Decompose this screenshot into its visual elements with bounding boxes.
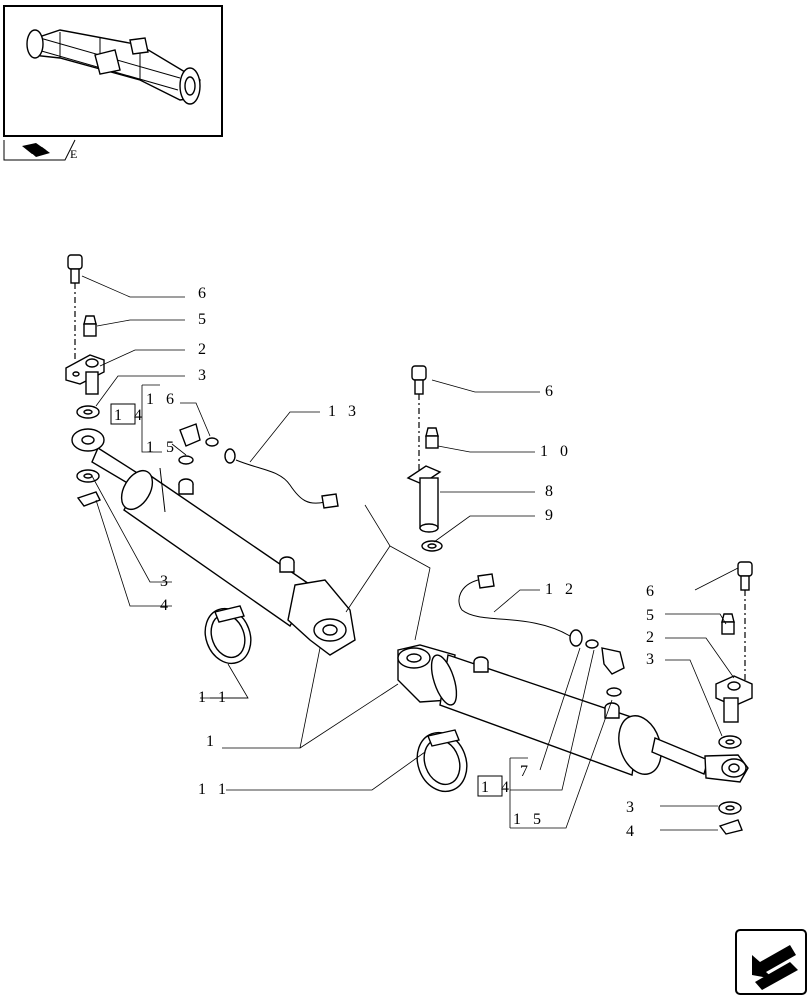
callout-5-right: 5 <box>646 607 658 624</box>
callout-5-left: 5 <box>198 311 210 328</box>
callout-16: 1 6 <box>146 391 178 408</box>
left-bolt-stack <box>65 254 105 507</box>
box-14-left <box>110 403 136 425</box>
left-hose-clamp <box>204 605 252 665</box>
left-cylinder <box>71 428 356 656</box>
tab-letter: E <box>70 147 81 161</box>
callout-6-left: 6 <box>198 285 210 302</box>
box-14-right <box>477 775 503 797</box>
callout-14-left: 1 4 <box>114 407 146 424</box>
callout-15-left: 1 5 <box>146 439 178 456</box>
callout-14-right: 1 4 <box>481 779 513 796</box>
callout-8: 8 <box>545 483 557 500</box>
callout-3-right-bottom: 3 <box>626 799 638 816</box>
callout-labels: 6 5 2 3 1 6 1 4 1 5 1 3 3 4 1 1 1 1 1 6 … <box>114 285 658 840</box>
callout-13: 1 3 <box>328 403 360 420</box>
callout-11-left: 1 1 <box>198 689 230 706</box>
callout-12: 1 2 <box>545 581 577 598</box>
callout-3-left-top: 3 <box>198 367 210 384</box>
leader-lines <box>81 275 739 831</box>
callout-4-right: 4 <box>626 823 638 840</box>
callout-6-right: 6 <box>646 583 658 600</box>
callout-7: 7 <box>520 763 532 780</box>
right-bolt-stack <box>715 561 753 835</box>
callout-3-left-bottom: 3 <box>160 573 172 590</box>
book-icon <box>22 143 50 157</box>
callout-11-bottom: 1 1 <box>198 781 230 798</box>
right-cylinder <box>397 644 749 783</box>
right-hose-clamp <box>416 729 468 793</box>
callout-15-right: 1 5 <box>513 811 545 828</box>
callout-3-right-top: 3 <box>646 651 658 668</box>
section-tab[interactable]: E <box>3 139 81 161</box>
callout-6-mid: 6 <box>545 383 557 400</box>
right-hose <box>416 573 625 793</box>
callout-1: 1 <box>206 733 218 750</box>
axle-thumbnail-icon[interactable] <box>3 5 223 137</box>
callout-4-left: 4 <box>160 597 172 614</box>
next-page-arrow-icon[interactable] <box>735 929 807 995</box>
callout-2-right: 2 <box>646 629 658 646</box>
left-hose <box>178 423 339 665</box>
mid-pin-stack <box>406 365 443 552</box>
callout-10: 1 0 <box>540 443 572 460</box>
callout-2-left: 2 <box>198 341 210 358</box>
callout-9: 9 <box>545 507 557 524</box>
